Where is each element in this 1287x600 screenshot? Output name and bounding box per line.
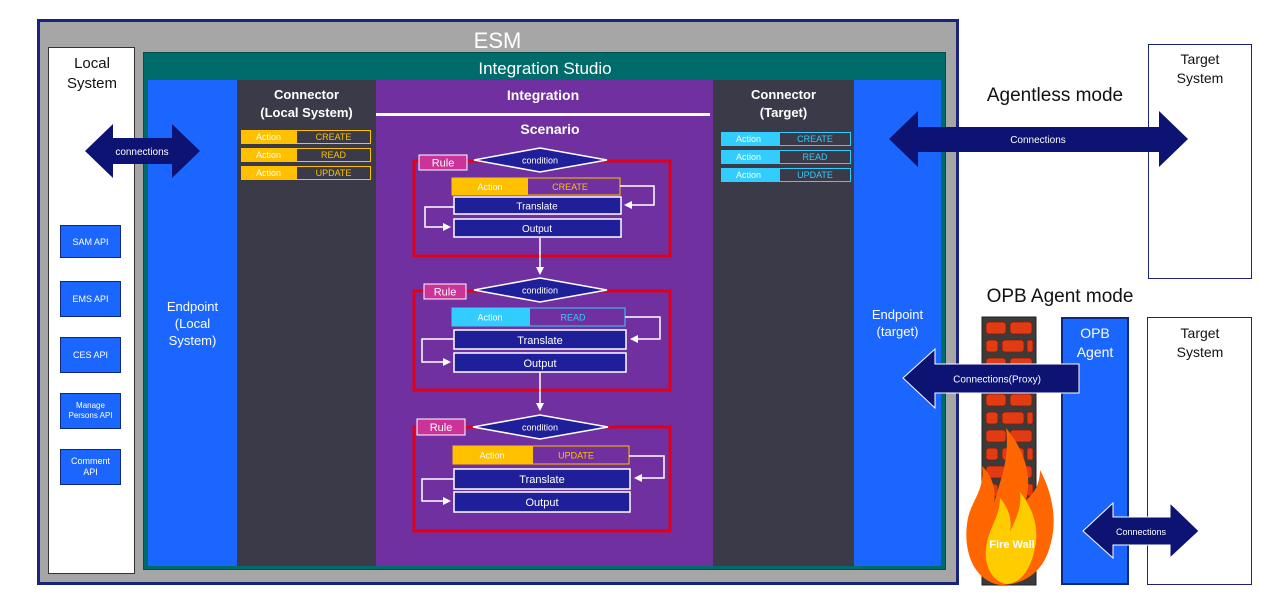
connector-target-action-create: Action CREATE	[721, 132, 851, 146]
integration-studio-title: Integration Studio	[478, 59, 612, 78]
target-system-opb-label: Target System	[1176, 325, 1224, 360]
rule-3-condition	[472, 414, 609, 440]
action-op: CREATE	[797, 134, 833, 144]
connector-local-title: Connector (Local System)	[260, 87, 353, 120]
rule-1-action-label: Action	[477, 182, 502, 192]
action-label: Action	[722, 169, 780, 181]
connector-local-action-read: Action READ	[241, 148, 371, 162]
rule-2-action-op: READ	[560, 313, 586, 323]
agentless-connections-arrow	[889, 111, 1188, 167]
rule-1-translate-label: Translate	[516, 202, 558, 213]
rule-2-label: Rule	[434, 287, 457, 299]
rule-3-label: Rule	[430, 422, 453, 434]
opb-agent-label: OPB Agent	[1076, 325, 1114, 360]
rule-1-badge	[418, 154, 468, 171]
manage-persons-api-box: Manage Persons API	[60, 393, 121, 429]
ces-api-box: CES API	[60, 337, 121, 373]
action-op: UPDATE	[797, 170, 833, 180]
action-op: UPDATE	[315, 168, 352, 178]
opb-agent-mode-title: OPB Agent mode	[986, 286, 1134, 307]
rule-2-action-label-bg	[452, 308, 530, 326]
agentless-connections-label: Connections	[1010, 135, 1066, 146]
rule-2-condition	[473, 277, 608, 303]
rule-3-action-label: Action	[479, 451, 504, 461]
agentless-mode-title: Agentless mode	[986, 85, 1124, 106]
rule-2-translate-label: Translate	[517, 335, 562, 347]
rule-1-label: Rule	[432, 158, 455, 170]
scenario-title: Scenario	[520, 121, 580, 137]
target-system-agentless-panel	[1148, 44, 1252, 279]
local-connections-label: connections	[115, 147, 168, 158]
rule-2-loop-right	[625, 316, 661, 343]
integration-title: Integration	[506, 87, 580, 103]
sam-api-box: SAM API	[60, 225, 121, 258]
rule-1-output-box	[453, 218, 622, 238]
action-op: READ	[320, 150, 346, 160]
connector-target-title: Connector (Target)	[751, 87, 816, 120]
rule-2-loop-left	[421, 338, 454, 366]
rule-2-badge	[423, 283, 467, 300]
proxy-connections-label: Connections(Proxy)	[953, 375, 1041, 386]
local-connections-arrow	[85, 124, 200, 178]
flame-inner	[985, 492, 1037, 584]
proxy-connections-arrow	[902, 347, 1080, 410]
rule-1-condition-label: condition	[522, 156, 558, 166]
action-label: Action	[242, 149, 297, 161]
opb-connections-arrow	[1082, 501, 1200, 560]
action-label: Action	[242, 131, 297, 143]
rule-2-output-label: Output	[523, 358, 556, 370]
target-system-agentless-label: Target System	[1176, 51, 1224, 86]
comment-api-box: Comment API	[60, 449, 121, 485]
rule-3-action-op: UPDATE	[558, 451, 594, 461]
firewall-graphic: Fire Wall	[966, 316, 1054, 586]
rule-1-action-label-bg	[452, 178, 528, 195]
rule-3-output-label: Output	[525, 497, 558, 509]
action-label: Action	[722, 151, 780, 163]
firewall-label: Fire Wall	[989, 539, 1034, 551]
rule-1-condition	[473, 147, 608, 173]
rule-1-output-label: Output	[522, 224, 552, 235]
rule-2-condition-label: condition	[522, 286, 558, 296]
integration-scenario-diagram: Rule condition Action CREATE Translate O…	[412, 147, 672, 533]
rule-1-action-op: CREATE	[552, 182, 588, 192]
rule-3-badge	[416, 418, 466, 436]
rule-1-translate-box	[453, 196, 622, 215]
integration-divider	[376, 113, 710, 116]
rule-3-loop-right	[629, 455, 665, 482]
connector-local-action-create: Action CREATE	[241, 130, 371, 144]
rule-1-loop-right	[620, 185, 655, 209]
rule-3-action-box	[452, 445, 630, 465]
action-label: Action	[722, 133, 780, 145]
opb-connections-label: Connections	[1116, 527, 1167, 537]
action-label: Action	[242, 167, 297, 179]
endpoint-target: Endpoint (target)	[854, 80, 941, 566]
local-system-label: Local System	[66, 55, 117, 92]
connector-local-action-update: Action UPDATE	[241, 166, 371, 180]
rule-3-action-label-bg	[453, 446, 533, 464]
rule-2-action-label: Action	[477, 313, 502, 323]
ems-api-box: EMS API	[60, 281, 121, 317]
connector-target-action-update: Action UPDATE	[721, 168, 851, 182]
esm-title: ESM	[473, 28, 522, 53]
rule-3-loop-left	[421, 478, 454, 505]
rule-1-loop-left	[424, 206, 454, 231]
action-op: READ	[802, 152, 828, 162]
rule-3-translate-label: Translate	[519, 474, 564, 486]
rule-3-condition-label: condition	[522, 423, 558, 433]
action-op: CREATE	[315, 132, 352, 142]
connector-target-action-read: Action READ	[721, 150, 851, 164]
rule-3-output-box	[453, 491, 631, 513]
